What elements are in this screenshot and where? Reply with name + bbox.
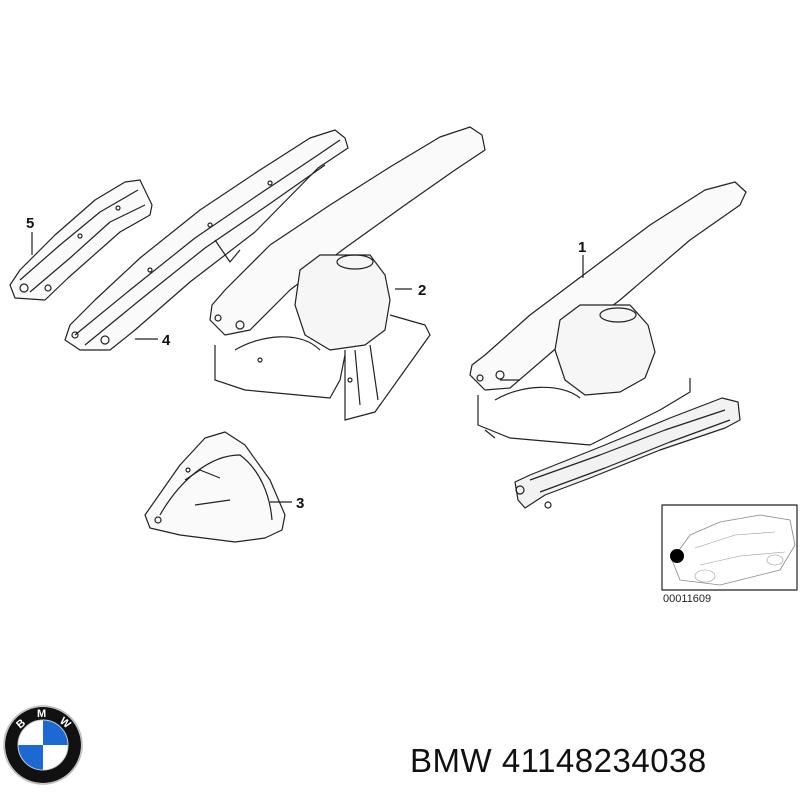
part-2-assembly [209,126,486,421]
callout-5: 5 [26,215,34,232]
callout-2: 2 [418,282,426,299]
part-5-rail [9,179,153,301]
callout-1: 1 [578,239,586,256]
part-1-assembly [469,181,747,509]
callout-4: 4 [162,332,171,349]
part-number-label: BMW 41148234038 [410,742,707,779]
part-4-rail [64,129,349,351]
part-3-panel [144,431,286,543]
bmw-logo-icon: B M W [3,705,83,785]
location-marker-icon [670,549,684,563]
callout-3: 3 [296,495,304,512]
svg-text:M: M [37,708,46,720]
reference-image-code: 00011609 [663,593,711,605]
reference-inset [661,504,798,591]
